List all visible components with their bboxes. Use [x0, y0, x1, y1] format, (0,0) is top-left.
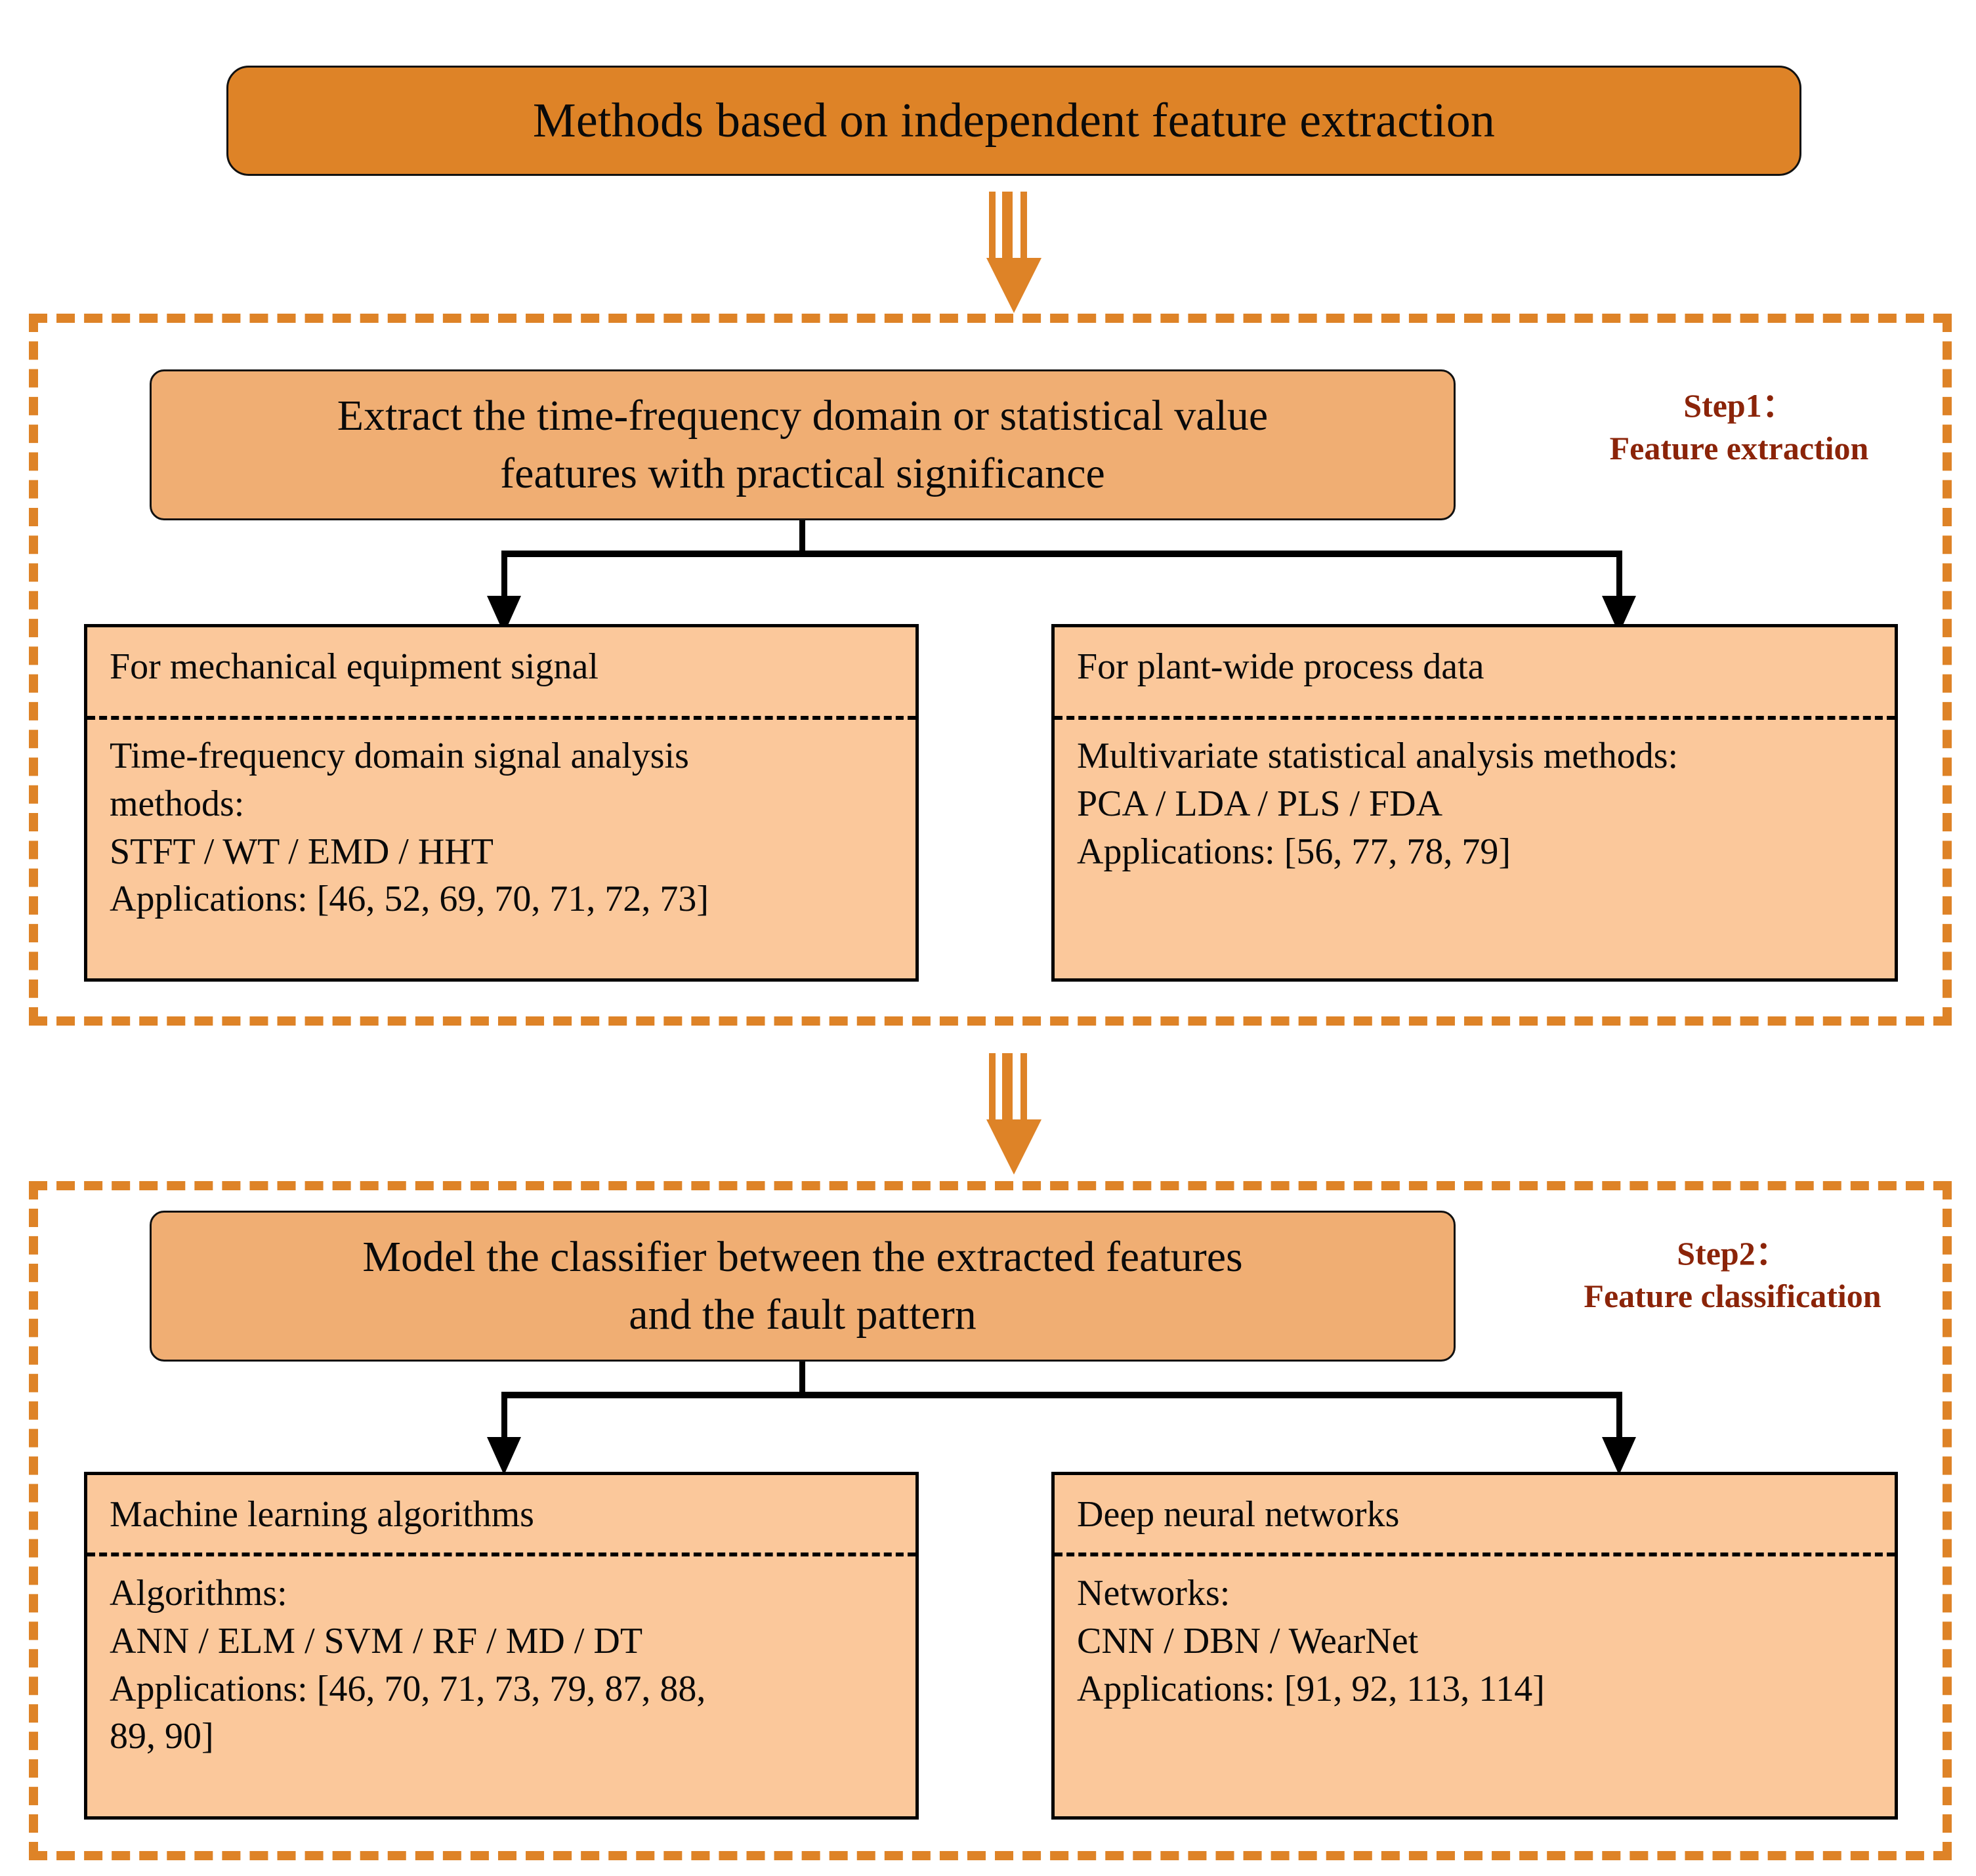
step1-branch-1-body-line-0: Multivariate statistical analysis method…: [1077, 736, 1679, 776]
step2-branch-0-body-line-0: Algorithms:: [110, 1573, 287, 1614]
step2-branch-1-body-line-0: Networks:: [1077, 1573, 1230, 1614]
step2-branch-0-heading: Machine learning algorithms: [110, 1494, 534, 1535]
step2-branch-1-body: Networks: CNN / DBN / WearNet Applicatio…: [1055, 1556, 1895, 1713]
step1-branch-0-body-line-1: methods:: [110, 783, 245, 824]
step1-header-text: Extract the time-frequency domain or sta…: [337, 387, 1268, 503]
step1-label: Step1： Feature extraction: [1529, 385, 1949, 470]
step1-branch-0-heading: For mechanical equipment signal: [110, 646, 599, 687]
step1-branch-1-heading: For plant-wide process data: [1077, 646, 1484, 687]
step1-branch-0-divider: [87, 716, 915, 720]
step1-branch-0-body-line-0: Time-frequency domain signal analysis: [110, 736, 689, 776]
step1-branch-1-body-line-2: Applications: [56, 77, 78, 79]: [1077, 831, 1511, 872]
step2-label-line1: Step2：: [1677, 1235, 1788, 1272]
step2-region: [29, 1181, 1952, 1860]
step2-branch-1-body-line-1: CNN / DBN / WearNet: [1077, 1620, 1419, 1661]
flow-arrow-step1-to-step2: [986, 1053, 1041, 1175]
step2-header-line1: Model the classifier between the extract…: [362, 1233, 1243, 1282]
step2-header-line2: and the fault pattern: [629, 1291, 977, 1339]
step2-branch-0-body-line-3: 89, 90]: [110, 1716, 214, 1757]
step1-label-line1: Step1：: [1683, 387, 1795, 424]
step2-branch-0-box: Machine learning algorithms Algorithms: …: [84, 1472, 919, 1820]
step2-branch-0-body-line-1: ANN / ELM / SVM / RF / MD / DT: [110, 1620, 643, 1661]
step2-branch-0-body-line-2: Applications: [46, 70, 71, 73, 79, 87, 8…: [110, 1668, 706, 1709]
step2-label: Step2： Feature classification: [1503, 1232, 1962, 1318]
step1-branch-1-box: For plant-wide process data Multivariate…: [1051, 624, 1898, 982]
step1-branch-1-divider: [1055, 716, 1895, 720]
step2-header-box: Model the classifier between the extract…: [150, 1211, 1456, 1362]
diagram-title-box: Methods based on independent feature ext…: [226, 66, 1801, 176]
step2-branch-0-body: Algorithms: ANN / ELM / SVM / RF / MD / …: [87, 1556, 915, 1761]
step2-branch-1-heading: Deep neural networks: [1077, 1494, 1400, 1535]
step1-header-box: Extract the time-frequency domain or sta…: [150, 369, 1456, 520]
step1-branch-1-body: Multivariate statistical analysis method…: [1055, 719, 1895, 875]
step1-label-line2: Feature extraction: [1609, 430, 1869, 467]
flow-arrow-title-to-step1: [986, 192, 1041, 313]
step2-label-line2: Feature classification: [1584, 1278, 1881, 1314]
step1-branch-0-body-line-2: STFT / WT / EMD / HHT: [110, 831, 494, 872]
step1-region: [29, 314, 1952, 1026]
step1-branch-0-body-line-3: Applications: [46, 52, 69, 70, 71, 72, 7…: [110, 879, 709, 920]
step1-header-line2: features with practical significance: [500, 449, 1105, 497]
step1-branch-0-body: Time-frequency domain signal analysis me…: [87, 719, 915, 923]
step2-branch-1-divider: [1055, 1553, 1895, 1556]
diagram-title-text: Methods based on independent feature ext…: [532, 93, 1496, 148]
step1-branch-1-body-line-1: PCA / LDA / PLS / FDA: [1077, 783, 1443, 824]
step2-header-text: Model the classifier between the extract…: [362, 1228, 1242, 1344]
step1-branch-0-box: For mechanical equipment signal Time-fre…: [84, 624, 919, 982]
step1-header-line1: Extract the time-frequency domain or sta…: [337, 392, 1269, 440]
step2-branch-1-box: Deep neural networks Networks: CNN / DBN…: [1051, 1472, 1898, 1820]
step2-branch-0-divider: [87, 1553, 915, 1556]
step2-branch-1-body-line-2: Applications: [91, 92, 113, 114]: [1077, 1668, 1545, 1709]
